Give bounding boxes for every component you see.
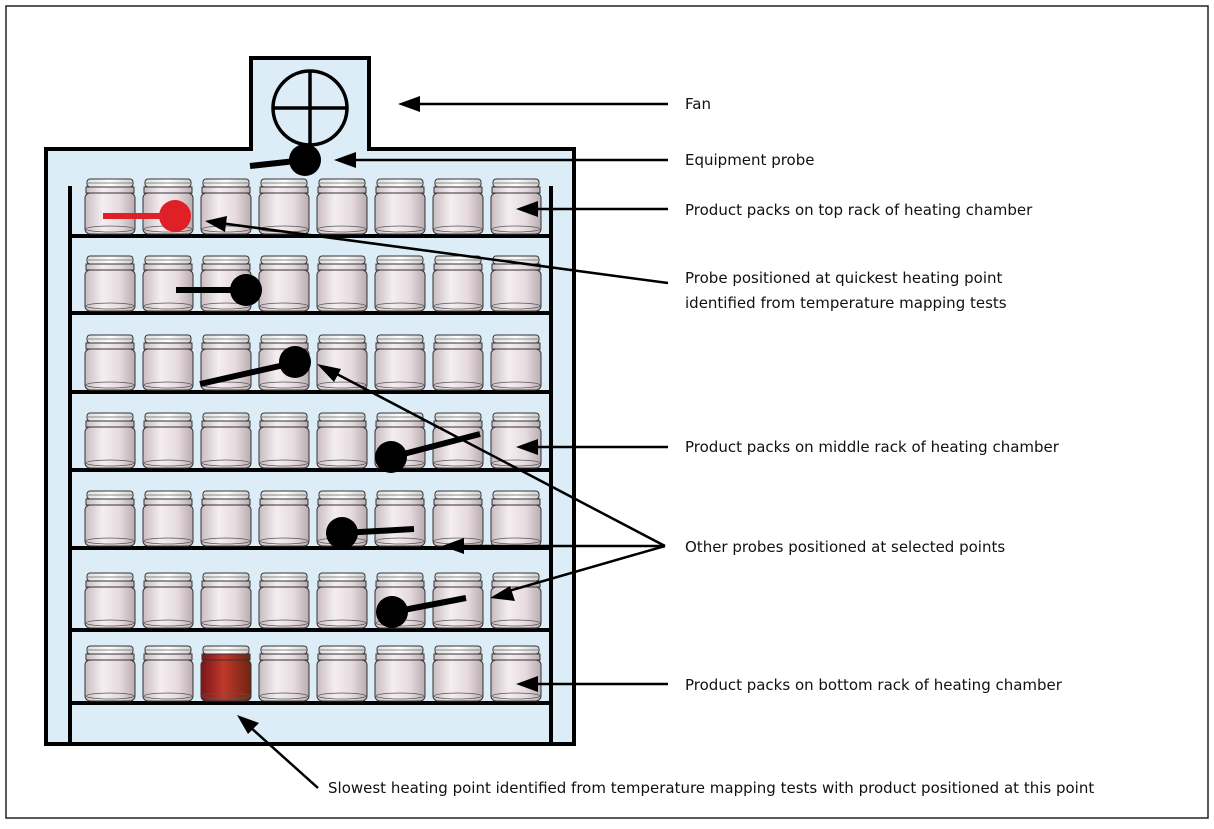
product-pack: [200, 490, 252, 547]
product-pack: [316, 178, 368, 235]
arrowheads: [205, 96, 538, 734]
equipment-probe-label: Equipment probe: [685, 151, 814, 169]
quickest-point-label-line2: identified from temperature mapping test…: [685, 294, 1007, 312]
product-pack: [258, 490, 310, 547]
product-pack: [142, 412, 194, 469]
product-pack: [432, 178, 484, 235]
product-pack: [374, 178, 426, 235]
product-pack: [490, 645, 542, 702]
product-pack: [84, 255, 136, 312]
product-pack: [258, 645, 310, 702]
product-pack: [142, 490, 194, 547]
quickest-point-probe-icon: [103, 200, 191, 232]
product-pack: [490, 412, 542, 469]
product-pack: [432, 490, 484, 547]
product-pack: [432, 334, 484, 391]
product-pack: [490, 334, 542, 391]
product-pack: [374, 645, 426, 702]
product-pack: [258, 255, 310, 312]
product-pack: [374, 334, 426, 391]
product-pack: [84, 645, 136, 702]
product-pack: [490, 178, 542, 235]
middle-rack-label: Product packs on middle rack of heating …: [685, 438, 1060, 456]
product-pack: [490, 255, 542, 312]
product-pack: [432, 255, 484, 312]
product-pack: [84, 334, 136, 391]
product-pack: [142, 572, 194, 629]
product-pack: [84, 572, 136, 629]
probe-icon: [199, 346, 311, 387]
product-pack: [84, 178, 136, 235]
product-pack: [432, 645, 484, 702]
product-pack: [84, 490, 136, 547]
product-pack: [258, 178, 310, 235]
probe-icon: [375, 431, 481, 473]
probe-icon: [326, 517, 415, 549]
product-pack: [258, 572, 310, 629]
product-pack: [142, 645, 194, 702]
product-pack: [316, 412, 368, 469]
product-pack: [200, 572, 252, 629]
slowest-point-label: Slowest heating point identified from te…: [328, 779, 1094, 797]
product-pack: [374, 255, 426, 312]
fan-label: Fan: [685, 95, 711, 113]
equipment-probe-icon: [249, 144, 321, 176]
probe-icon: [376, 595, 467, 628]
product-pack: [490, 572, 542, 629]
other-probes-label: Other probes positioned at selected poin…: [685, 538, 1005, 556]
product-pack: [316, 255, 368, 312]
product-pack: [432, 572, 484, 629]
product-pack: [84, 412, 136, 469]
product-pack: [490, 490, 542, 547]
probe-icon: [176, 274, 262, 306]
slowest-point-product-pack: [200, 645, 252, 702]
product-pack: [316, 645, 368, 702]
product-pack: [200, 412, 252, 469]
product-pack: [316, 334, 368, 391]
product-pack: [142, 255, 194, 312]
top-rack-label: Product packs on top rack of heating cha…: [685, 201, 1033, 219]
product-pack: [374, 490, 426, 547]
annotation-arrows: [219, 102, 669, 789]
fan-icon: [271, 69, 349, 147]
product-pack: [142, 334, 194, 391]
product-pack: [258, 412, 310, 469]
product-packs: [84, 178, 542, 702]
bottom-rack-label: Product packs on bottom rack of heating …: [685, 676, 1063, 694]
product-pack: [316, 572, 368, 629]
quickest-point-label-line1: Probe positioned at quickest heating poi…: [685, 269, 1003, 287]
